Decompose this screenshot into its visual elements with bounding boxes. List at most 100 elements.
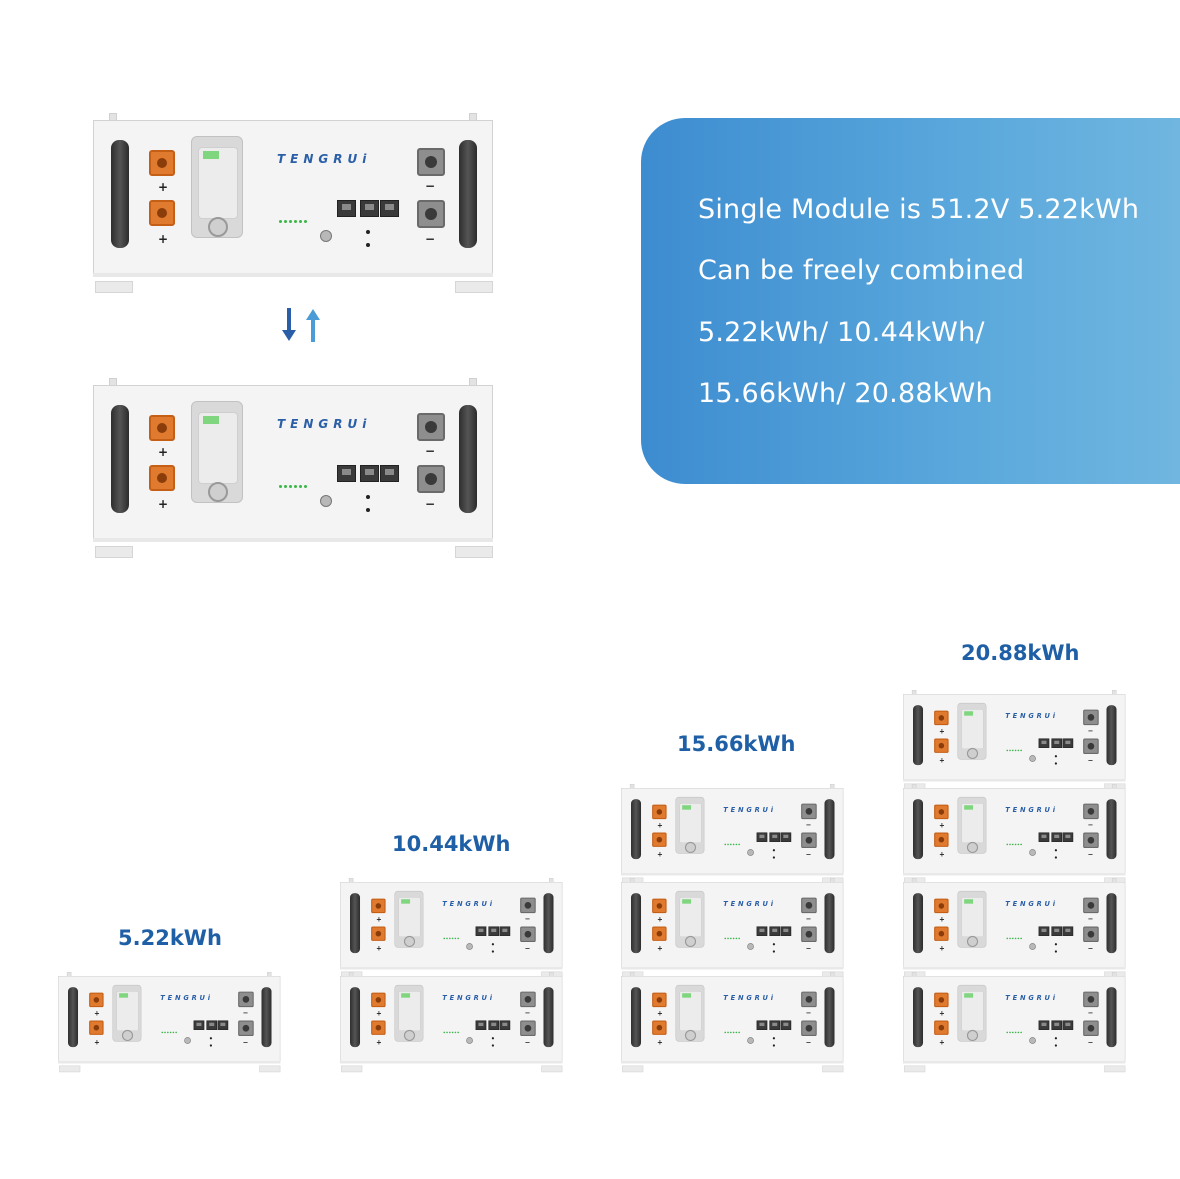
power-button[interactable] [320,230,332,242]
rj45-port-icon [1062,926,1074,936]
breaker-switch[interactable] [191,401,243,503]
power-button[interactable] [1029,755,1036,762]
breaker-switch[interactable] [394,984,424,1042]
handle-left[interactable] [913,705,924,766]
negative-terminal-icon [417,148,445,176]
handle-left[interactable] [631,799,642,860]
positive-terminal-icon [371,898,386,914]
handle-right[interactable] [543,987,554,1048]
positive-sign: + [939,850,945,859]
breaker-switch[interactable] [394,890,424,948]
handle-right[interactable] [1106,987,1117,1048]
handle-right[interactable] [261,987,272,1048]
breaker-switch[interactable] [191,136,243,238]
power-button[interactable] [320,495,332,507]
rj45-port-icon [1062,832,1074,842]
breaker-switch[interactable] [957,890,987,948]
brand-logo: TENGRUi [442,899,495,908]
status-leds [724,931,741,942]
negative-sign: − [242,1038,249,1047]
handle-right[interactable] [824,987,835,1048]
positive-sign: + [158,445,169,459]
handle-left[interactable] [631,987,642,1048]
breaker-switch[interactable] [675,984,705,1042]
rj45-port-icon [780,832,792,842]
negative-sign: − [805,850,812,859]
brand-logo: TENGRUi [723,899,776,908]
power-button[interactable] [1029,1037,1036,1044]
handle-left[interactable] [913,893,924,954]
status-leds [279,473,309,492]
handle-left[interactable] [350,987,361,1048]
handle-left[interactable] [631,893,642,954]
negative-terminal-icon [1083,709,1099,726]
handle-right[interactable] [1106,799,1117,860]
breaker-switch[interactable] [957,984,987,1042]
power-button[interactable] [466,1037,473,1044]
handle-left[interactable] [68,987,79,1048]
handle-right[interactable] [1106,893,1117,954]
positive-terminal-icon [371,1020,386,1035]
info-line-1: Single Module is 51.2V 5.22kWh [698,194,1140,225]
positive-terminal-icon [934,710,949,726]
rj45-port-icon [475,926,487,936]
handle-left[interactable] [913,987,924,1048]
handle-left[interactable] [111,140,129,248]
power-button[interactable] [747,849,754,856]
power-button[interactable] [184,1037,191,1044]
rj45-port-icon [380,465,399,482]
handle-left[interactable] [913,799,924,860]
battery-module-small: + + TENGRUi − − [903,690,1126,791]
positive-sign: + [939,821,945,830]
negative-sign: − [805,1038,812,1047]
power-button[interactable] [747,943,754,950]
negative-sign: − [1087,1038,1094,1047]
negative-terminal-icon [1083,991,1099,1008]
positive-terminal-icon [934,992,949,1008]
power-button[interactable] [1029,943,1036,950]
negative-sign: − [1087,726,1094,735]
brand-logo: TENGRUi [442,993,495,1002]
battery-module-small: + + TENGRUi − − [903,972,1126,1073]
rj45-port-icon [1062,738,1074,748]
positive-sign: + [657,944,663,953]
handle-right[interactable] [459,405,477,513]
handle-right[interactable] [543,893,554,954]
positive-terminal-icon [934,804,949,820]
rj45-port-icon [217,1020,229,1030]
positive-sign: + [657,1038,663,1047]
rj45-port-icon [780,926,792,936]
handle-left[interactable] [350,893,361,954]
rj45-port-icon [769,1020,781,1030]
brand-logo: TENGRUi [723,805,776,814]
breaker-switch[interactable] [957,702,987,760]
negative-sign: − [524,944,531,953]
negative-terminal-icon [238,1020,254,1037]
power-button[interactable] [1029,849,1036,856]
capacity-label-15-66: 15.66kWh [677,732,796,756]
handle-right[interactable] [824,893,835,954]
negative-terminal-icon [520,897,536,914]
status-leds [724,1025,741,1036]
positive-terminal-icon [652,1020,667,1035]
rj45-port-icon [475,1020,487,1030]
power-button[interactable] [466,943,473,950]
rj45-port-icon [360,200,379,217]
handle-right[interactable] [824,799,835,860]
battery-module-small: + + TENGRUi − − [621,878,844,979]
rj45-port-icon [488,1020,500,1030]
positive-terminal-icon [149,415,175,441]
handle-right[interactable] [1106,705,1117,766]
rj45-port-icon [756,926,768,936]
handle-right[interactable] [459,140,477,248]
power-button[interactable] [747,1037,754,1044]
breaker-switch[interactable] [675,890,705,948]
breaker-switch[interactable] [112,984,142,1042]
battery-module-small: + + TENGRUi − − [903,784,1126,885]
handle-left[interactable] [111,405,129,513]
breaker-switch[interactable] [957,796,987,854]
negative-terminal-icon [1083,926,1099,943]
breaker-switch[interactable] [675,796,705,854]
battery-module-small: + + TENGRUi − − [58,972,281,1073]
brand-logo: TENGRUi [1005,899,1058,908]
